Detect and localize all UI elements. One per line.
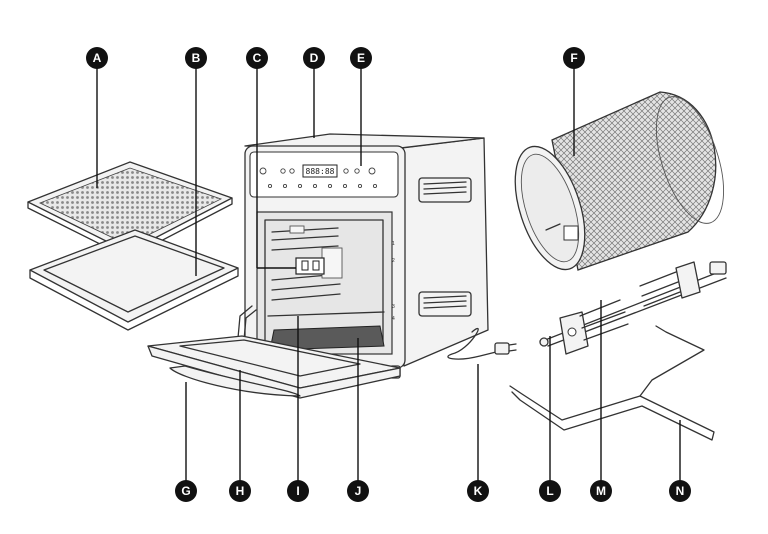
svg-text:D: D [310, 51, 319, 65]
svg-text:2: 2 [392, 258, 395, 264]
spit-fork-right [639, 261, 701, 307]
svg-text:J: J [355, 484, 362, 498]
svg-text:1: 1 [392, 241, 395, 247]
svg-text:4: 4 [392, 316, 395, 322]
leader-lines [96, 68, 681, 481]
svg-text:N: N [676, 484, 685, 498]
callout-c: C [246, 47, 268, 69]
svg-text:A: A [93, 51, 102, 65]
svg-text:3: 3 [392, 304, 395, 310]
svg-text:E: E [357, 51, 365, 65]
callout-m: M [590, 480, 612, 502]
callout-h: H [229, 480, 251, 502]
basket-latch [563, 225, 579, 241]
door-handle [169, 365, 301, 397]
svg-text:H: H [236, 484, 245, 498]
callout-n: N [669, 480, 691, 502]
heating-element [267, 311, 385, 317]
baking-pan [29, 229, 239, 331]
svg-text:K: K [474, 484, 483, 498]
callout-k: K [467, 480, 489, 502]
rotisserie-sockets [295, 257, 325, 275]
rotisserie-lift-tool [509, 325, 715, 441]
svg-text:I: I [296, 484, 299, 498]
callout-b: B [185, 47, 207, 69]
display-screen [302, 164, 338, 178]
svg-text:G: G [181, 484, 190, 498]
callout-j: J [347, 480, 369, 502]
rotisserie-spit [539, 261, 727, 355]
oven-door [147, 335, 401, 399]
callout-i: I [287, 480, 309, 502]
air-fryer-oven: 888:88 1 2 3 4 [237, 133, 489, 379]
power-cord [447, 328, 517, 360]
rack-position-marks: 1 2 3 4 [392, 241, 395, 322]
svg-text:B: B [192, 51, 201, 65]
callout-f: F [563, 47, 585, 69]
door-glass [179, 339, 361, 377]
callout-d: D [303, 47, 325, 69]
rotisserie-basket [514, 91, 724, 271]
callout-g: G [175, 480, 197, 502]
touch-buttons [259, 167, 378, 189]
callout-e: E [350, 47, 372, 69]
svg-text:M: M [596, 484, 606, 498]
display-readout: 888:88 [306, 167, 335, 176]
svg-text:L: L [546, 484, 553, 498]
spit-fork-left [559, 299, 629, 355]
svg-text:F: F [570, 51, 577, 65]
callout-a: A [86, 47, 108, 69]
svg-text:C: C [253, 51, 262, 65]
callout-l: L [539, 480, 561, 502]
